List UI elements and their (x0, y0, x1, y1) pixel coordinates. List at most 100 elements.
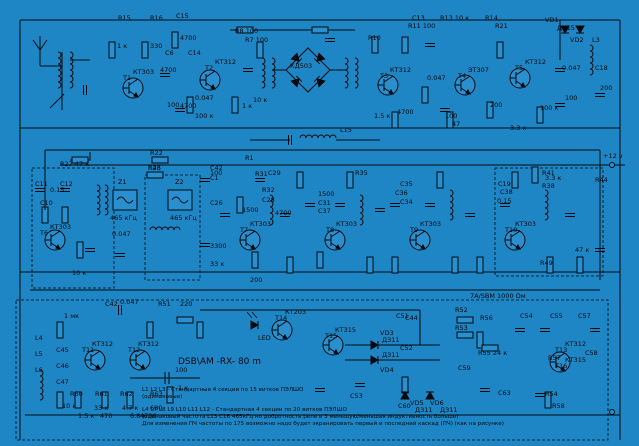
label-mid-10: C28 (262, 196, 275, 204)
label-top-8: C13 (412, 14, 425, 22)
resistor-top-8 (401, 36, 409, 54)
inductor-l5 (104, 184, 109, 216)
bridge-diode-label: КД503 (290, 62, 312, 70)
value-top-9: 1.5 к (374, 112, 390, 120)
transistor-t7 (239, 229, 261, 251)
resistor-top-12 (486, 101, 494, 119)
capacitor-mid-7 (280, 213, 290, 217)
label-mid-4: R1 (245, 154, 254, 162)
resistor-bot-2 (74, 391, 82, 409)
transistor-name-t12: T12 (127, 346, 140, 354)
label-bot-7: C44 (405, 314, 418, 322)
label-bot-36: R62 (120, 390, 133, 398)
capacitor-bot-1 (540, 328, 550, 332)
resistor-bot-0 (56, 321, 64, 339)
resistor-r55 (481, 344, 499, 352)
value-top-7: 1 к (242, 102, 252, 110)
label-bot-47: 4700 (140, 412, 157, 420)
label-mid-1: R22 (150, 149, 163, 157)
label-bot-18: C54 (520, 312, 533, 320)
label-bot-24: C63 (498, 389, 511, 397)
transformer-tr2-primary (344, 57, 349, 89)
note-5: Для изменения ПЧ частоты по 175 возможно… (142, 420, 504, 427)
value-top-5: 0.047 (195, 94, 214, 102)
label-mid-26: R49 (540, 259, 553, 267)
label-bot-45: 100 (175, 366, 187, 374)
label-bot-13: R57 (548, 354, 561, 362)
value-top-3: 100 (167, 101, 179, 109)
capacitor-bot-5 (480, 388, 490, 392)
label-bot-16: C52 (400, 344, 413, 352)
transistor-name-t5: T5 (514, 64, 523, 72)
label-bot-41: 10 к (62, 402, 76, 410)
bridge-diode-4 (313, 75, 326, 88)
label-bot-25: LED (258, 334, 271, 342)
value-top-13: 47 (452, 120, 460, 128)
value-mid-7: 10 к (72, 269, 86, 277)
label-top-5: R8 100 (235, 27, 258, 35)
resistor-mid-16 (576, 256, 584, 274)
resistor-top-13 (536, 106, 544, 124)
label-bot-40: C47 (56, 378, 69, 386)
label-mid-14: R32 (262, 186, 275, 194)
label-mid-23: R38 (542, 182, 555, 190)
capacitor-mid-4 (200, 243, 210, 247)
label-bot-49: 1.5 к (78, 412, 94, 420)
diode-vd6 (425, 390, 435, 400)
capacitor-mid-14 (500, 203, 510, 207)
resistor-bot-5 (146, 321, 154, 339)
label-top-11: VD1 (545, 16, 559, 24)
capacitor-mid-12 (425, 203, 435, 207)
capacitor-top-4 (425, 43, 435, 47)
value-top-8: 10 к (253, 96, 267, 104)
resistor-mid-8 (346, 171, 354, 189)
transistor-t8 (324, 229, 346, 251)
label-top-16: ДС15 (557, 24, 575, 32)
diode-bridge (285, 47, 331, 93)
label-bot-14: R58 (552, 402, 565, 410)
label-top-7: R11 100 (408, 22, 435, 30)
inductor-l10 (544, 189, 549, 221)
transistor-type-t16: КТ315 (565, 356, 586, 364)
resistor-r22 (151, 156, 169, 164)
transistor-t15 (322, 334, 344, 356)
transistor-name-t7: T7 (239, 226, 248, 234)
rail-label: 7А/SВМ 1000 Ом (470, 292, 526, 300)
transistor-name-t15: T15 (324, 332, 337, 340)
transistor-name-t13: T13 (554, 346, 567, 354)
label-bot-28: VD5 (410, 399, 424, 407)
resistor-mid-14 (531, 166, 539, 184)
transistor-name-t1: T1 (122, 74, 131, 82)
label-top-12: R7 100 (245, 36, 268, 44)
resistor-top-7 (391, 111, 399, 129)
resistor-bot-4 (126, 391, 134, 409)
label-mid-5: L15 (340, 126, 352, 134)
label-filter-1: Z2 (175, 178, 184, 186)
capacitor-mid-11 (390, 203, 400, 207)
label-mid-22: C31 (318, 199, 331, 207)
label-bot-51: 6.8 к (130, 412, 146, 420)
resistor-r23 (146, 171, 164, 179)
label-bot-31: Д311 (382, 351, 400, 359)
label-top-10: R14 (485, 14, 498, 22)
resistor-bot-6 (166, 386, 174, 404)
inductor-l11 (39, 369, 44, 401)
label-mid-3: C1 (210, 174, 219, 182)
capacitor-top-0 (160, 73, 170, 77)
transistor-type-t12: КТ312 (138, 340, 159, 348)
resistor-r51 (176, 316, 194, 324)
note-4: (одинаковый частота L13 C16 465кГц но до… (142, 413, 458, 420)
resistor-mid-11 (436, 171, 444, 189)
capacitor-top-5 (440, 108, 450, 112)
capacitor-mid-9 (335, 203, 345, 207)
label-bot-48: 1 мк (64, 312, 79, 320)
value-mid-5: 3300 (210, 242, 227, 250)
bridge-diode-3 (290, 75, 303, 88)
transistor-t14 (271, 319, 293, 341)
transistor-name-t9: T9 (409, 226, 418, 234)
label-bot-17: C53 (350, 392, 363, 400)
label-top-17: VD2 (570, 36, 584, 44)
capacitor-top-7 (555, 103, 565, 107)
label-bot-12: R56 (480, 314, 493, 322)
